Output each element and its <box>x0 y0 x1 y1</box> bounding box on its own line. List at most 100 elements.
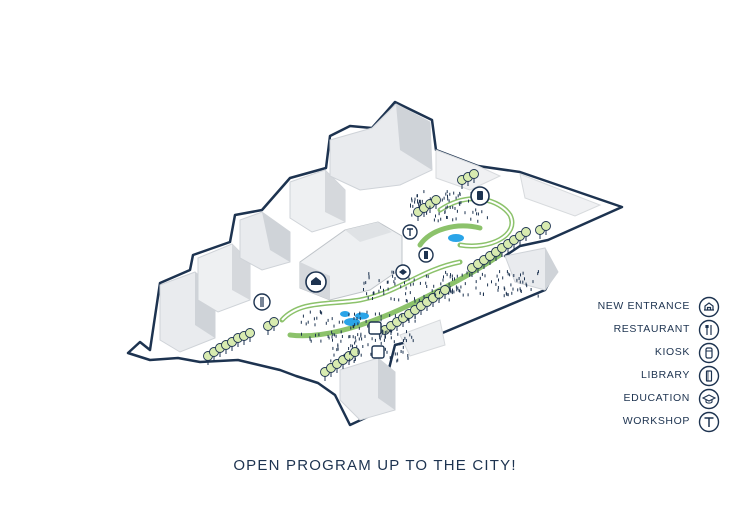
person-figure <box>455 217 457 221</box>
person-figure <box>435 214 436 218</box>
person-figure <box>449 275 451 279</box>
buildings-bottom <box>339 319 446 421</box>
person-figure <box>440 217 442 221</box>
person-figure <box>537 294 539 298</box>
person-figure <box>387 287 389 291</box>
person-figure <box>389 314 391 317</box>
person-figure <box>524 277 525 281</box>
person-figure <box>453 290 455 294</box>
person-figure <box>468 199 469 203</box>
person-figure <box>455 285 457 289</box>
person-figure <box>522 271 524 275</box>
person-figure <box>479 291 481 295</box>
person-figure <box>446 216 448 219</box>
person-figure <box>371 337 373 341</box>
pin-education-icon <box>371 345 385 359</box>
legend-label: NEW ENTRANCE <box>597 300 690 312</box>
person-figure <box>517 288 519 292</box>
person-figure <box>394 352 396 356</box>
person-figure <box>356 345 358 349</box>
person-figure <box>315 333 316 337</box>
person-figure <box>449 285 451 289</box>
person-figure <box>316 316 318 320</box>
person-figure <box>368 272 370 276</box>
person-figure <box>350 326 352 330</box>
person-figure <box>357 333 359 337</box>
person-figure <box>314 323 316 327</box>
person-figure <box>365 319 367 323</box>
person-figure <box>421 199 423 203</box>
person-figure <box>504 287 506 291</box>
person-figure <box>359 311 361 315</box>
person-figure <box>380 341 382 345</box>
person-figure <box>449 289 451 293</box>
person-figure <box>499 270 501 274</box>
person-figure <box>441 198 443 202</box>
person-figure <box>366 292 368 296</box>
person-figure <box>464 282 466 286</box>
person-figure <box>456 274 458 278</box>
person-figure <box>425 281 427 285</box>
person-figure <box>450 273 451 277</box>
person-figure <box>383 338 385 342</box>
person-figure <box>506 293 508 296</box>
person-figure <box>438 212 440 216</box>
buildings-right <box>504 247 559 291</box>
person-figure <box>537 270 539 274</box>
person-figure <box>404 281 405 285</box>
person-figure <box>320 339 322 343</box>
person-figure <box>364 334 366 338</box>
person-figure <box>362 345 364 348</box>
person-figure <box>481 272 483 276</box>
person-figure <box>310 339 312 343</box>
person-figure <box>393 280 395 284</box>
person-figure <box>379 336 381 340</box>
person-figure <box>356 317 358 321</box>
person-figure <box>380 334 382 338</box>
person-figure <box>497 286 499 289</box>
person-figure <box>378 289 380 293</box>
person-figure <box>454 277 455 281</box>
person-figure <box>445 206 447 210</box>
person-figure <box>448 291 450 295</box>
person-figure <box>338 320 340 324</box>
person-figure <box>389 356 391 360</box>
person-figure <box>380 318 382 322</box>
person-figure <box>327 334 329 338</box>
person-figure <box>438 297 440 301</box>
person-figure <box>446 205 448 209</box>
person-figure <box>455 196 457 200</box>
pin-entrance-icon <box>305 271 327 293</box>
legend-item-kiosk: KIOSK <box>500 342 730 364</box>
person-figure <box>386 350 388 354</box>
person-figure <box>418 203 420 207</box>
person-figure <box>532 280 534 284</box>
entrance-icon <box>698 296 720 318</box>
person-figure <box>341 335 343 338</box>
person-figure <box>370 352 372 356</box>
person-figure <box>414 299 416 303</box>
person-figure <box>373 291 375 295</box>
person-figure <box>451 291 453 295</box>
person-figure <box>406 330 407 334</box>
person-figure <box>537 272 539 276</box>
person-figure <box>414 315 416 319</box>
person-figure <box>418 298 420 302</box>
person-figure <box>393 270 395 274</box>
person-figure <box>498 278 499 282</box>
person-figure <box>423 190 425 194</box>
person-figure <box>332 346 334 350</box>
person-figure <box>383 292 385 296</box>
person-figure <box>502 276 504 280</box>
person-figure <box>340 339 342 343</box>
person-figure <box>429 197 431 201</box>
person-figure <box>342 320 344 324</box>
person-figure <box>384 330 386 334</box>
person-figure <box>520 273 521 277</box>
person-figure <box>509 273 511 277</box>
person-figure <box>396 352 398 356</box>
person-figure <box>400 350 402 353</box>
person-figure <box>361 337 363 341</box>
person-figure <box>363 288 364 291</box>
person-figure <box>419 281 421 285</box>
